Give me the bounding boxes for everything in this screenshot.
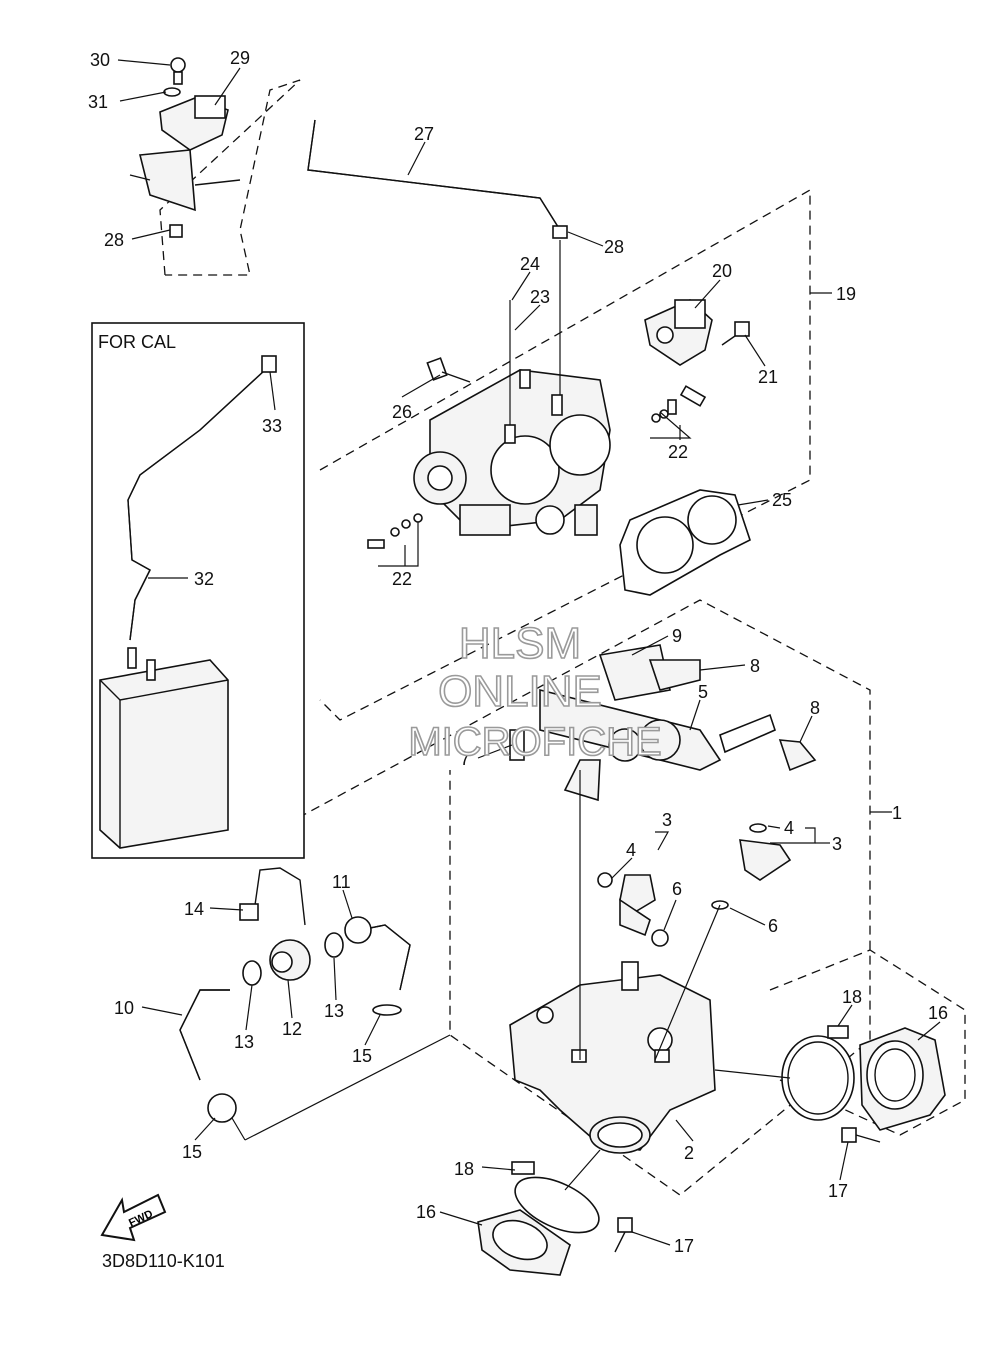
callout-27: 27 [414, 124, 434, 144]
callout-4b: 4 [626, 840, 636, 860]
callout-22a: 22 [668, 442, 688, 462]
callout-22b: 22 [392, 569, 412, 589]
bracket-14 [239, 867, 306, 926]
callout-11: 11 [332, 872, 351, 892]
callout-25: 25 [772, 490, 792, 510]
clip-15b [372, 1004, 402, 1016]
hose-10 [179, 989, 230, 1081]
joint-16-right [859, 1027, 946, 1131]
svg-text:ONLINE: ONLINE [438, 667, 602, 716]
callout-9: 9 [672, 626, 682, 646]
bolt-17-right [841, 1127, 857, 1143]
callout-18a: 18 [842, 987, 862, 1007]
svg-text:MICROFICHE: MICROFICHE [408, 720, 661, 764]
callout-28b: 28 [604, 237, 624, 257]
outline-throttle-body-group [319, 188, 811, 721]
regulator [563, 719, 681, 802]
callout-labels: 30 29 31 28 27 28 24 23 20 19 21 26 22 3… [88, 48, 948, 1256]
hose-11 [344, 916, 411, 991]
callout-19: 19 [836, 284, 856, 304]
leader-lines [117, 59, 941, 1246]
clip-33 [261, 355, 277, 373]
callout-24: 24 [520, 254, 540, 274]
callout-18b: 18 [454, 1159, 474, 1179]
callout-28a: 28 [104, 230, 124, 250]
callout-17a: 17 [828, 1181, 848, 1201]
throttle-body [413, 369, 611, 536]
callout-16b: 16 [416, 1202, 436, 1222]
callout-31: 31 [88, 92, 108, 112]
callout-4a: 4 [784, 818, 794, 838]
clamp-18-right [781, 1035, 855, 1121]
callout-13a: 13 [234, 1032, 254, 1052]
injector-3-left [597, 872, 669, 947]
callout-16a: 16 [928, 1003, 948, 1023]
outline-fuel-rail-group [284, 599, 871, 1196]
callout-10: 10 [114, 998, 134, 1018]
fuel-rail-5 [539, 644, 817, 772]
callout-15a: 15 [352, 1046, 372, 1066]
callout-12: 12 [282, 1019, 302, 1039]
callout-26: 26 [392, 402, 412, 422]
fitting-12 [269, 939, 311, 981]
callout-8b: 8 [810, 698, 820, 718]
fwd-arrow-icon: FWD [100, 1193, 167, 1242]
callout-3a: 3 [662, 810, 672, 830]
callout-33: 33 [262, 416, 282, 436]
callout-21: 21 [758, 367, 778, 387]
intake-manifold-2 [509, 961, 716, 1154]
sensor-29 [129, 57, 241, 238]
ring-13a [242, 960, 262, 986]
bolt-17-bottom [617, 1217, 633, 1233]
callout-2: 2 [684, 1143, 694, 1163]
for-cal-label: FOR CAL [98, 332, 176, 352]
joint-16-bottom [477, 1209, 571, 1276]
svg-text:HLSM: HLSM [459, 619, 581, 668]
screw-26 [426, 357, 471, 383]
gasket-25 [619, 489, 751, 596]
ring-13b [324, 932, 344, 958]
diagram-code: 3D8D110-K101 [102, 1251, 225, 1271]
callout-5: 5 [698, 682, 708, 702]
callout-6b: 6 [768, 916, 778, 936]
callout-8a: 8 [750, 656, 760, 676]
callout-3b: 3 [832, 834, 842, 854]
callout-30: 30 [90, 50, 110, 70]
bolt-7 [509, 729, 525, 761]
callout-14: 14 [184, 899, 204, 919]
callout-17b: 17 [674, 1236, 694, 1256]
callout-6a: 6 [672, 879, 682, 899]
clamp-18-bottom [514, 1176, 600, 1234]
callout-20: 20 [712, 261, 732, 281]
watermark: HLSM ONLINE MICROFICHE [408, 618, 663, 765]
callout-29: 29 [230, 48, 250, 68]
callout-7: 7 [460, 749, 470, 769]
sensor-20 [644, 299, 750, 407]
callout-15b: 15 [182, 1142, 202, 1162]
callout-23: 23 [530, 287, 550, 307]
callout-32: 32 [194, 569, 214, 589]
outline-throttle-assembly [159, 79, 301, 276]
callout-13b: 13 [324, 1001, 344, 1021]
callout-1: 1 [892, 803, 902, 823]
clip-15a [207, 1093, 237, 1123]
injector-3-right [711, 823, 792, 910]
charcoal-canister [99, 647, 229, 849]
